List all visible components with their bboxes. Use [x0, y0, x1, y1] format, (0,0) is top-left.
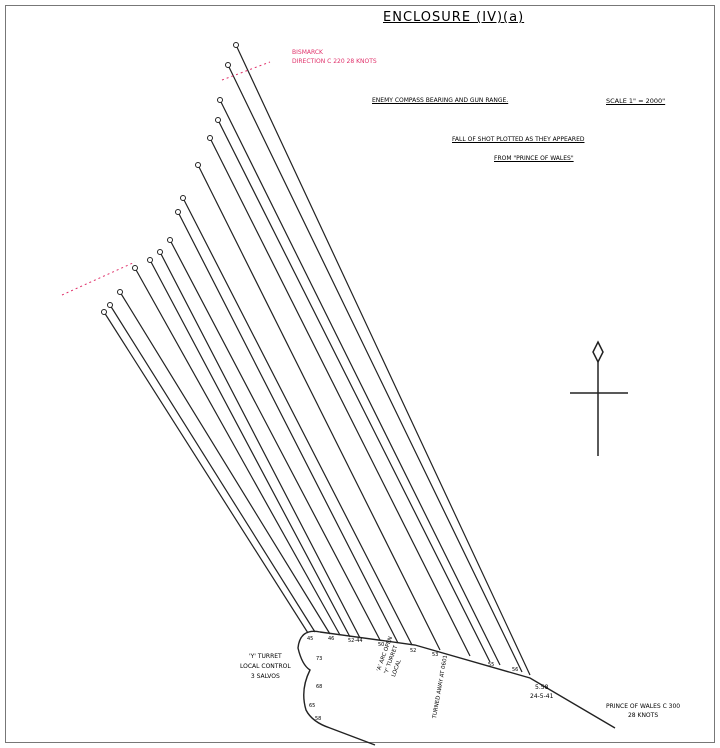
ship-track-bismarck: [297, 630, 376, 746]
bearing-line: [197, 164, 441, 651]
shot-fall-marker: [107, 302, 113, 308]
bearing-line: [219, 99, 501, 666]
bearing-line: [182, 197, 413, 646]
track-mark-label: 45: [307, 636, 314, 642]
compass-arrow-icon: [592, 340, 604, 364]
note-line: 24-5-41: [530, 693, 554, 700]
page-frame: [5, 5, 715, 743]
y-turret-note: 'Y' TURRET LOCAL CONTROL 3 SALVOS: [240, 652, 291, 682]
shot-fall-marker: [195, 162, 201, 168]
subtitle-fall-of-shot: FALL OF SHOT PLOTTED AS THEY APPEARED: [452, 136, 585, 143]
red-note-line: DIRECTION C 220 28 KNOTS: [292, 58, 377, 65]
red-dotted-line-1: [61, 261, 136, 296]
shot-fall-marker: [207, 135, 213, 141]
track-mark-label: 56: [512, 667, 519, 673]
prince-of-wales-label: PRINCE OF WALES C 300 28 KNOTS: [606, 702, 680, 720]
note-line: 3 SALVOS: [250, 673, 280, 680]
shot-fall-marker: [175, 209, 181, 215]
bearing-line: [227, 64, 523, 673]
track-mark-label: 65: [309, 703, 316, 709]
shot-fall-marker: [117, 289, 123, 295]
shot-fall-marker: [132, 265, 138, 271]
bearing-lines: [101, 42, 531, 676]
time-label: 5.58 24-5-41: [530, 683, 553, 701]
red-note-line: BISMARCK: [292, 49, 323, 56]
bearing-line: [217, 119, 491, 663]
red-note: BISMARCK DIRECTION C 220 28 KNOTS: [292, 48, 377, 66]
bearing-line: [134, 267, 341, 636]
bearing-line: [159, 251, 361, 639]
red-dotted-line-2: [221, 61, 271, 81]
note-line: 'Y' TURRET: [248, 653, 282, 660]
title: ENCLOSURE (IV)(a): [383, 10, 525, 25]
track-mark-label: 55: [488, 662, 495, 668]
track-mark-label: 53: [432, 652, 439, 658]
shot-fall-marker: [101, 309, 107, 315]
note-line: LOCAL CONTROL: [240, 663, 291, 670]
bearing-line: [169, 239, 381, 641]
track-mark-label: 58: [315, 716, 322, 722]
bearing-line: [103, 311, 309, 634]
bearing-line: [149, 259, 351, 638]
bearing-line: [209, 137, 471, 657]
track-mark-label: 68: [316, 684, 323, 690]
shot-fall-marker: [225, 62, 231, 68]
ship-track-line: [319, 631, 616, 729]
shot-fall-marker: [215, 117, 221, 123]
track-mark-label: 46: [328, 636, 335, 642]
shot-fall-marker: [180, 195, 186, 201]
bearing-line: [235, 44, 531, 676]
scale-label: SCALE 1" = 2000": [606, 97, 666, 105]
bearing-line: [177, 211, 399, 644]
bearing-line: [109, 304, 316, 633]
subtitle-bearing: ENEMY COMPASS BEARING AND GUN RANGE.: [372, 97, 509, 104]
note-line: 28 KNOTS: [627, 712, 659, 719]
track-mark-label: 52-44: [348, 638, 363, 644]
shot-fall-marker: [147, 257, 153, 263]
note-line: 5.58: [535, 684, 549, 691]
shot-fall-marker: [233, 42, 239, 48]
track-mark-label: 50: [378, 642, 385, 648]
note-line: PRINCE OF WALES C 300: [606, 703, 681, 710]
shot-fall-marker: [217, 97, 223, 103]
subtitle-from: FROM "PRINCE OF WALES": [494, 155, 574, 162]
shot-fall-marker: [157, 249, 163, 255]
shot-fall-marker: [167, 237, 173, 243]
bearing-line: [119, 291, 331, 635]
track-mark-label: 52: [410, 648, 417, 654]
track-mark-label: 73: [316, 656, 323, 662]
